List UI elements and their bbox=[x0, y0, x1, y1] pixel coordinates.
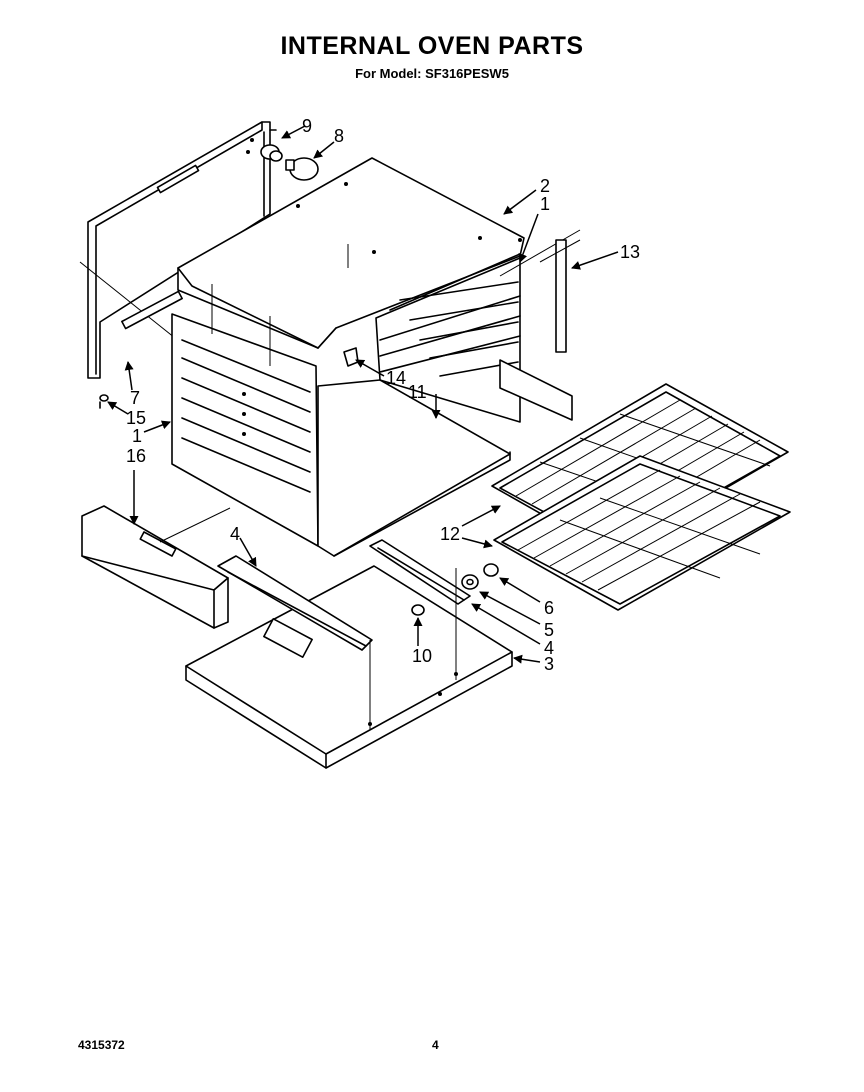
callout-7: 7 bbox=[130, 388, 140, 408]
callout-6: 6 bbox=[544, 598, 554, 618]
left-rack-support bbox=[171, 284, 319, 547]
side-channel bbox=[499, 359, 573, 421]
left-side-panel bbox=[79, 121, 277, 379]
hinge-bracket-left bbox=[217, 555, 373, 651]
screw bbox=[99, 394, 109, 409]
callout-15: 15 bbox=[126, 408, 146, 428]
document-number: 4315372 bbox=[78, 1038, 125, 1052]
callout-16: 16 bbox=[126, 446, 146, 466]
callout-1-left: 1 bbox=[132, 426, 142, 446]
callout-4-right: 4 bbox=[544, 638, 554, 658]
callout-13: 13 bbox=[620, 242, 640, 262]
page-number: 4 bbox=[432, 1038, 439, 1052]
light-socket bbox=[260, 144, 283, 162]
callout-1-right: 1 bbox=[540, 194, 550, 214]
hinge-bracket-right bbox=[369, 539, 471, 605]
oven-bottom-liner bbox=[317, 379, 511, 557]
callout-14: 14 bbox=[386, 368, 406, 388]
callout-3: 3 bbox=[544, 654, 554, 674]
light-bulb bbox=[285, 157, 319, 181]
callout-8: 8 bbox=[334, 126, 344, 146]
right-rack-support bbox=[375, 229, 581, 423]
bottom-pan bbox=[185, 565, 513, 769]
oven-rack-lower bbox=[493, 455, 791, 611]
callout-12: 12 bbox=[440, 524, 460, 544]
washer bbox=[411, 604, 425, 616]
model-subtitle: For Model: SF316PESW5 bbox=[355, 66, 509, 81]
callout-2: 2 bbox=[540, 176, 550, 196]
page-title: INTERNAL OVEN PARTS bbox=[280, 32, 584, 60]
callout-10: 10 bbox=[412, 646, 432, 666]
clip bbox=[343, 347, 359, 367]
roller bbox=[483, 563, 499, 577]
callout-5: 5 bbox=[544, 620, 554, 640]
callout-11: 11 bbox=[408, 382, 427, 402]
bracket-strip bbox=[539, 239, 581, 353]
oven-liner-top bbox=[177, 157, 525, 349]
bushing bbox=[461, 574, 479, 590]
vent-trim bbox=[81, 505, 229, 629]
callout-4-left: 4 bbox=[230, 524, 240, 544]
callout-9: 9 bbox=[302, 116, 312, 136]
